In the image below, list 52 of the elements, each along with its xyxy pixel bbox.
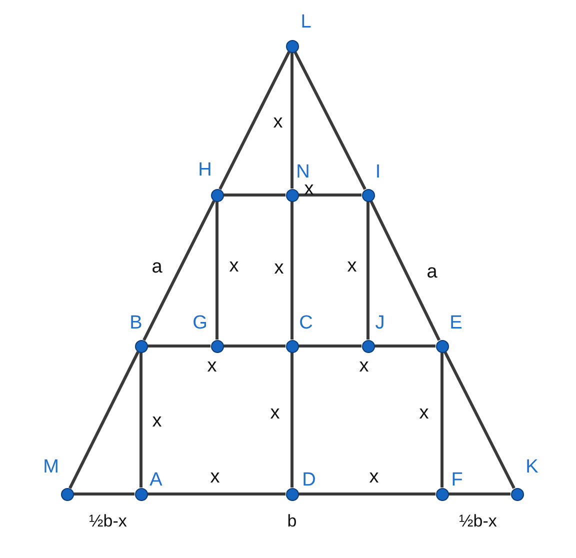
point-label: I: [375, 162, 381, 182]
length-label: ½b-x: [89, 512, 127, 530]
length-label: x: [229, 256, 239, 276]
point-label: D: [302, 470, 316, 490]
line-segment: [148, 344, 210, 348]
line-segment: [290, 202, 294, 340]
length-label: a: [152, 258, 162, 276]
length-label: b: [287, 512, 297, 530]
line-segment: [218, 51, 290, 190]
line-segment: [290, 52, 294, 188]
length-label: ½b-x: [459, 512, 497, 530]
length-label: a: [426, 262, 438, 282]
point-label: C: [299, 314, 313, 332]
line-segment: [142, 200, 216, 341]
point-label: F: [451, 470, 463, 490]
length-label: x: [210, 468, 220, 486]
length-label: x: [347, 256, 357, 276]
length-label: x: [152, 412, 162, 430]
point-label: J: [375, 314, 385, 332]
length-label: x: [207, 356, 217, 376]
line-segment: [148, 492, 286, 496]
point-label: N: [296, 162, 310, 182]
line-segment: [374, 344, 436, 348]
line-segment: [366, 202, 370, 340]
line-segment: [216, 202, 218, 340]
length-label: x: [270, 404, 280, 422]
line-segment: [448, 492, 510, 496]
line-segment: [68, 351, 140, 489]
line-segment: [440, 352, 444, 488]
point-label: H: [198, 160, 212, 180]
point-label: B: [130, 314, 142, 332]
line-segment: [370, 200, 440, 341]
line-segment: [294, 51, 366, 190]
line-segment: [290, 352, 294, 488]
line-segment: [298, 194, 362, 196]
length-label: x: [273, 112, 283, 132]
line-segment: [298, 492, 436, 496]
line-segment: [224, 194, 286, 196]
length-label: x: [369, 468, 379, 486]
length-label: x: [359, 356, 369, 376]
point-label: A: [150, 470, 162, 490]
point-label: E: [450, 314, 462, 332]
line-segment: [74, 492, 134, 496]
point-label: K: [526, 458, 538, 476]
length-label: x: [419, 404, 429, 422]
point-label: L: [300, 12, 312, 32]
length-label: x: [274, 258, 284, 278]
point-label: G: [192, 314, 208, 332]
line-segment: [298, 344, 362, 348]
point-label: M: [43, 458, 59, 476]
line-segment: [444, 351, 516, 489]
line-segment: [224, 344, 286, 348]
